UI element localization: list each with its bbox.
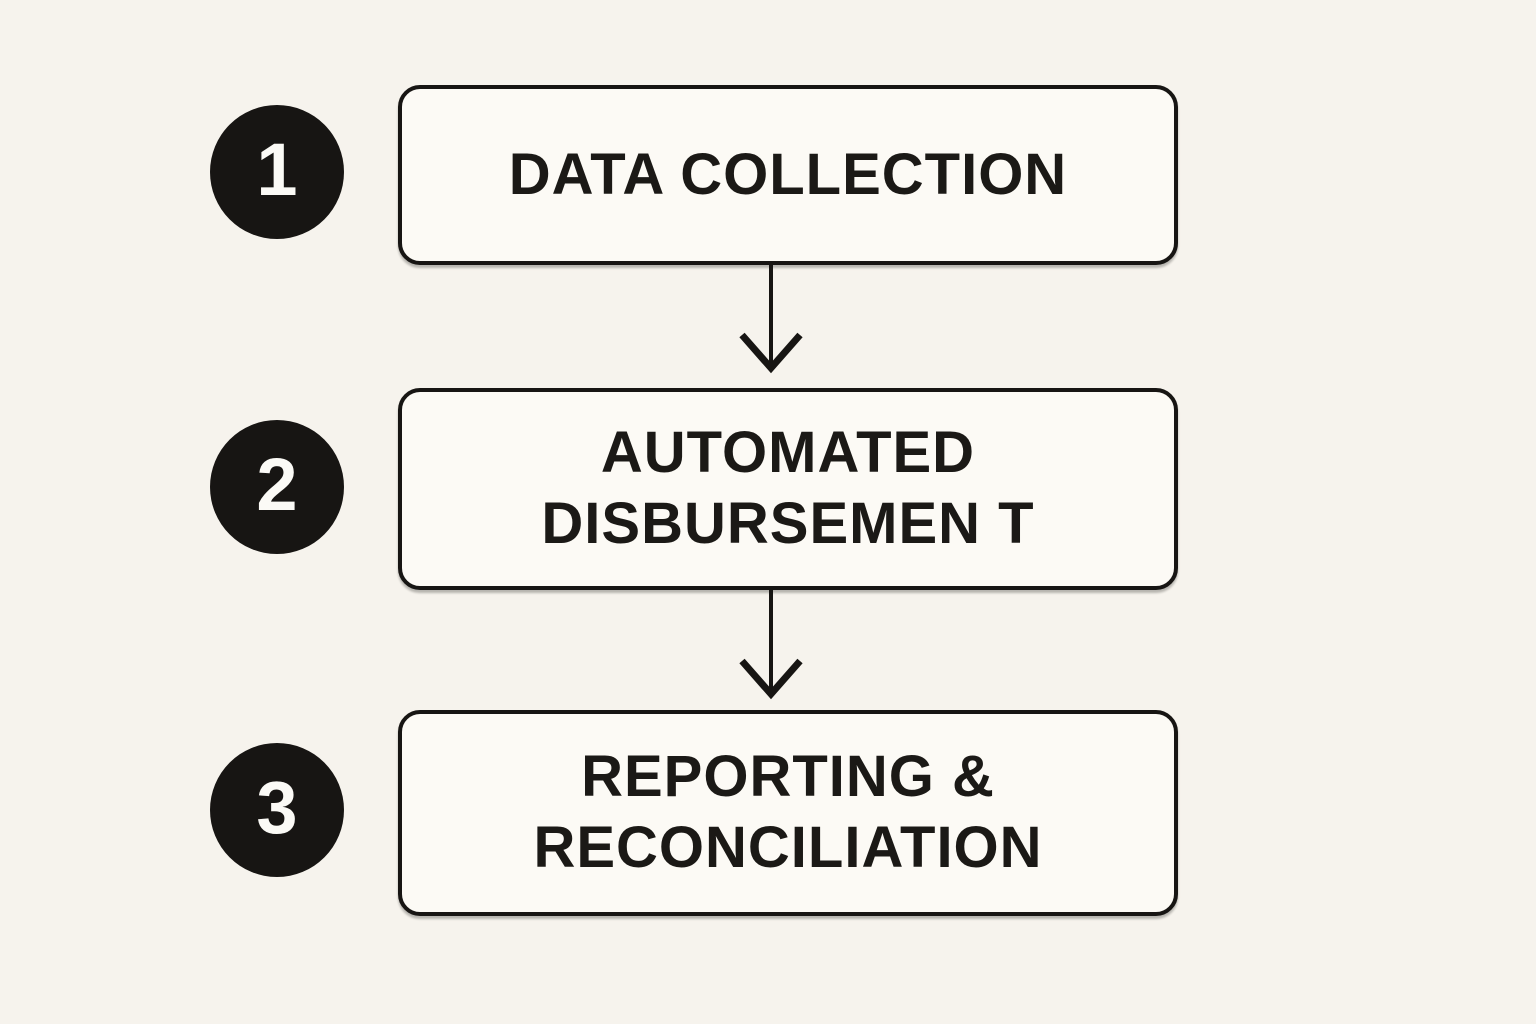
step-1-number-badge: 1 [210, 105, 344, 239]
step-box-data-collection: DATA COLLECTION [398, 85, 1178, 265]
step-2-number-badge: 2 [210, 420, 344, 554]
step-2-label-line-1: AUTOMATED [600, 420, 976, 486]
step-3-number: 3 [256, 766, 298, 849]
step-box-automated-disbursement: AUTOMATED DISBURSEMEN T [398, 388, 1178, 590]
step-box-reporting-reconciliation: REPORTING & RECONCILIATION [398, 710, 1178, 916]
arrow-down-icon [739, 589, 803, 700]
step-1-label-line-1: DATA COLLECTION [508, 141, 1068, 207]
step-3-number-badge: 3 [210, 743, 344, 877]
arrow-down-icon [739, 263, 803, 374]
step-3-label-line-2: RECONCILIATION [533, 815, 1043, 880]
step-3-label-line-1: REPORTING & [581, 744, 995, 810]
step-2-number: 2 [256, 443, 298, 526]
step-2-label-line-2: DISBURSEMEN T [541, 491, 1035, 556]
step-1-number: 1 [256, 128, 298, 211]
